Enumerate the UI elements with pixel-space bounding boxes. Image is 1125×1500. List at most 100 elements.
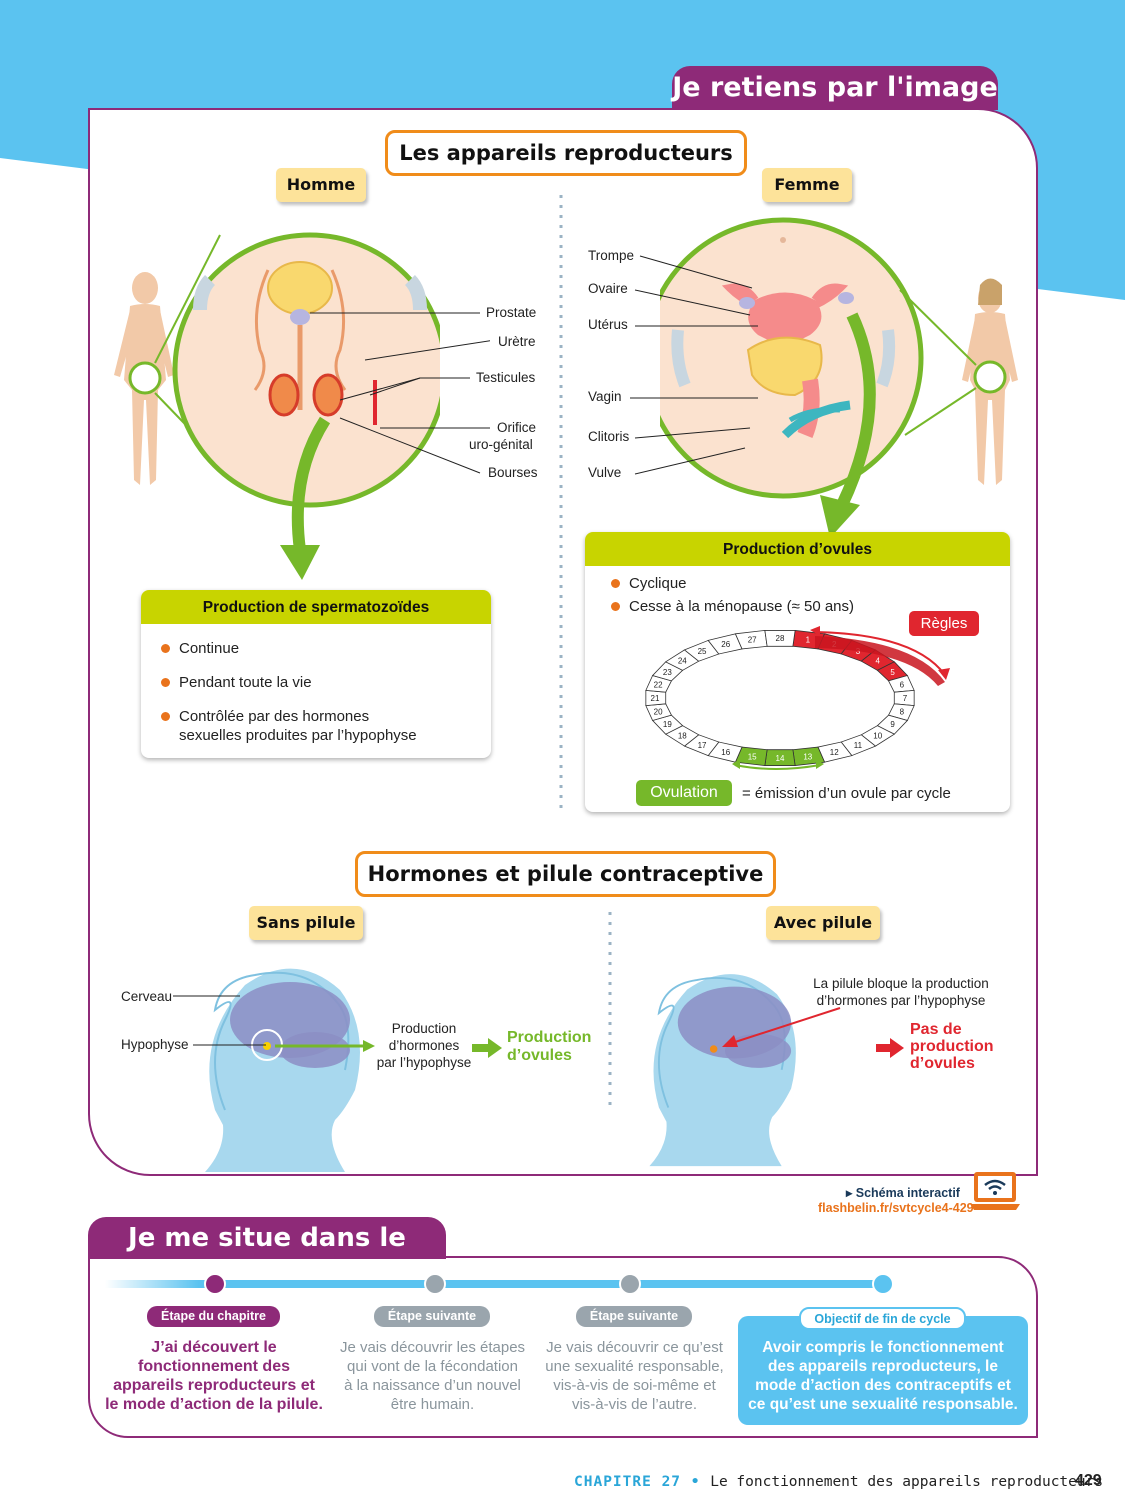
female-anatomy-illustration: [660, 217, 1018, 499]
section-title-appareils: Les appareils reproducteurs: [385, 130, 747, 176]
cycle-frame: [88, 1256, 1038, 1438]
cycle-day-label: 3: [856, 647, 861, 656]
card-spermatozoides: Production de spermatozoïdes Continue Pe…: [141, 590, 491, 758]
laptop-wifi-icon[interactable]: [970, 1170, 1022, 1214]
bullet-controlee: Contrôlée par des hormones: [161, 707, 369, 726]
bullet-toute-la-vie: Pendant toute la vie: [161, 673, 312, 692]
stage-text-3: Je vais découvrir ce qu’est une sexualit…: [537, 1338, 732, 1414]
bullet-cyclique: Cyclique: [611, 574, 687, 593]
cycle-day-label: 8: [900, 707, 905, 716]
cycle-day-label: 1: [806, 636, 811, 645]
cycle-day-label: 4: [876, 657, 881, 666]
ovulation-arrow: [734, 764, 821, 770]
stage-text-4: Avoir compris le fonctionnement des appa…: [740, 1338, 1026, 1414]
stage-4-line-3: mode d’action des contraceptifs et: [755, 1377, 1011, 1394]
ovulation-definition: = émission d’un ovule par cycle: [742, 785, 951, 802]
label-ovaire: Ovaire: [588, 281, 628, 296]
stage-3-line-4: vis-à-vis de l’autre.: [571, 1396, 698, 1413]
pas-production-line1: Pas de: [910, 1021, 962, 1038]
production-ovules-line2: d’ovules: [507, 1047, 572, 1064]
label-cerveau: Cerveau: [121, 989, 173, 1004]
cycle-day-label: 10: [873, 731, 882, 740]
tag-sans-pilule: Sans pilule: [249, 906, 363, 940]
cycle-day-label: 12: [830, 748, 839, 757]
section-title-hormones: Hormones et pilule contraceptive: [355, 851, 776, 897]
cycle-day-label: 18: [678, 731, 687, 740]
production-hormones-line3: par l’hypophyse: [376, 1055, 472, 1070]
stage-2-line-4: être humain.: [390, 1396, 475, 1413]
stage-chip-4: Objectif de fin de cycle: [799, 1307, 966, 1330]
footer-chapter-number: CHAPITRE 27: [574, 1474, 682, 1490]
green-arrow-female: [820, 312, 876, 538]
label-vagin: Vagin: [588, 389, 622, 404]
interactive-link[interactable]: flashbelin.fr/svtcycle4-429: [818, 1201, 974, 1215]
cycle-day-label: 6: [900, 681, 905, 690]
head-sans-pilule: [205, 968, 360, 1172]
stage-text-1: J’ai découvert le fonctionnement des app…: [98, 1338, 330, 1414]
tag-homme: Homme: [276, 168, 366, 202]
cycle-day-label: 19: [663, 720, 672, 729]
stage-1-line-4: le mode d’action de la pilule.: [105, 1396, 323, 1413]
cycle-day-label: 13: [803, 752, 812, 761]
cycle-day-label: 24: [678, 657, 687, 666]
stage-dot-4: [872, 1273, 894, 1295]
production-hormones-line1: Production: [391, 1021, 457, 1036]
female-label-lines: [630, 255, 758, 475]
stage-3-line-3: vis-à-vis de soi-même et: [553, 1377, 716, 1394]
bullet-menopause: Cesse à la ménopause (≈ 50 ans): [611, 597, 854, 616]
page-number: 429: [1075, 1472, 1102, 1489]
result-arrow-red: [876, 1038, 904, 1058]
divider-dashed-hormones: [608, 912, 612, 1112]
result-arrow-green: [472, 1038, 502, 1058]
label-orifice-2: uro-génital: [469, 437, 533, 452]
stage-4-line-2: des appareils reproducteurs, le: [767, 1358, 998, 1375]
regles-band: [815, 636, 945, 686]
pilule-bloque-line2: d’hormones par l’hypophyse: [816, 993, 986, 1008]
stage-2-line-1: Je vais découvrir les étapes: [339, 1339, 526, 1356]
label-vulve: Vulve: [588, 465, 622, 480]
cycle-day-label: 27: [748, 636, 757, 645]
footer-chapter: CHAPITRE 27 • Le fonctionnement des appa…: [574, 1474, 1103, 1490]
hormone-arrow: [275, 1040, 375, 1052]
stage-4-line-1: Avoir compris le fonctionnement: [762, 1339, 1004, 1356]
stage-1-line-1: J’ai découvert le: [151, 1339, 277, 1356]
cycle-day-label: 22: [654, 681, 663, 690]
stage-3-line-2: une sexualité responsable,: [545, 1358, 724, 1375]
label-testicules: Testicules: [476, 370, 536, 385]
male-label-lines: [310, 312, 490, 474]
regles-arrow: [814, 631, 946, 676]
stage-1-line-2: fonctionnement des: [137, 1358, 290, 1375]
label-orifice-1: Orifice: [497, 420, 537, 435]
cycle-day-segment: [764, 630, 796, 647]
cycle-day-label: 20: [654, 707, 663, 716]
ovulation-badge: Ovulation: [636, 780, 732, 806]
objectif-box: [738, 1316, 1028, 1425]
label-prostate: Prostate: [486, 305, 537, 320]
tag-avec-pilule: Avec pilule: [766, 906, 880, 940]
cycle-day-label: 14: [776, 754, 785, 763]
male-anatomy-illustration: [114, 232, 440, 508]
card-spermatozoides-title: Production de spermatozoïdes: [141, 590, 491, 624]
pas-production-line2: production: [910, 1038, 994, 1055]
cycle-day-label: 5: [890, 668, 895, 677]
divider-dashed: [559, 195, 563, 810]
cycle-day-label: 15: [748, 752, 757, 761]
cycle-day-label: 23: [663, 668, 672, 677]
cycle-day-label: 26: [721, 640, 730, 649]
male-body-figure: [114, 272, 174, 485]
pilule-block-arrow: [722, 1007, 841, 1047]
bullet-controlee-line2: sexuelles produites par l’hypophyse: [179, 727, 417, 744]
card-ovules-title: Production d’ovules: [585, 532, 1010, 566]
tag-femme: Femme: [762, 168, 852, 202]
stage-4-line-4: ce qu’est une sexualité responsable.: [748, 1396, 1018, 1413]
label-clitoris: Clitoris: [588, 429, 630, 444]
regles-badge: Règles: [909, 611, 979, 636]
stage-dot-1: [204, 1273, 226, 1295]
green-arrow-male: [280, 416, 331, 580]
cycle-day-label: 7: [903, 694, 908, 703]
production-hormones-line2: d’hormones: [388, 1038, 460, 1053]
stage-1-line-3: appareils reproducteurs et: [113, 1377, 315, 1394]
sans-pilule-label-lines: [173, 995, 266, 1046]
cycle-title: Je me situe dans le cycle: [88, 1217, 446, 1295]
stage-chip-3: Étape suivante: [576, 1306, 692, 1327]
